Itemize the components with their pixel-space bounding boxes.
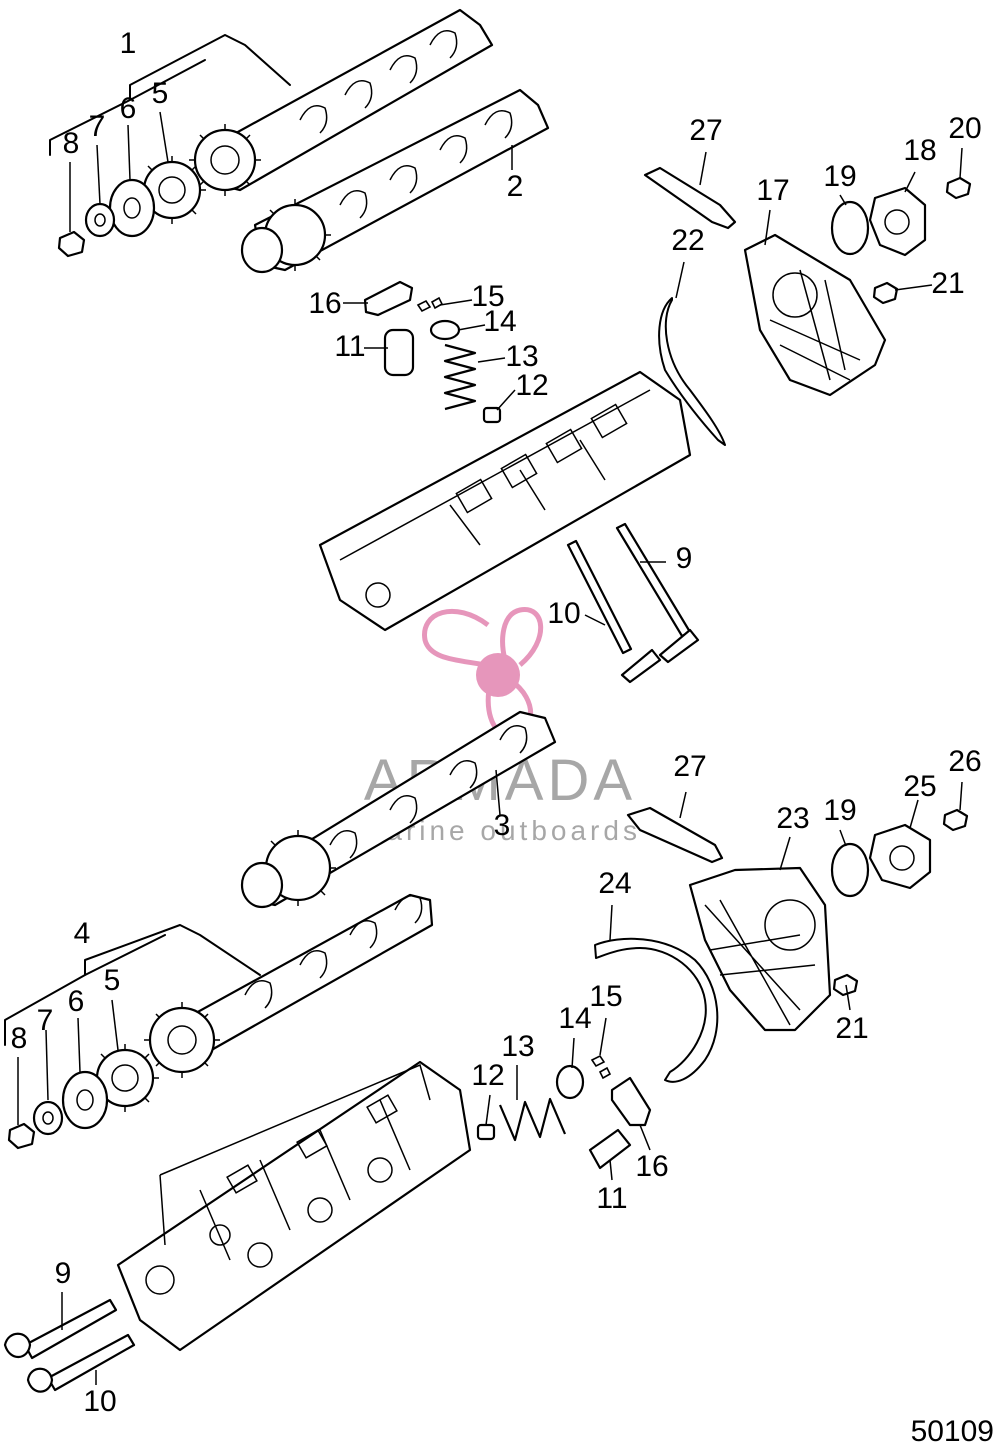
upper-camshaft-assembly xyxy=(49,8,550,274)
callout-20: 20 xyxy=(948,112,981,145)
callout-14: 14 xyxy=(483,305,516,338)
callout-11: 11 xyxy=(334,330,365,363)
callout-10-lower: 10 xyxy=(83,1385,116,1418)
callout-12: 12 xyxy=(515,369,548,402)
callout-7-lower: 7 xyxy=(37,1004,54,1037)
upper-valves xyxy=(566,522,700,684)
callout-15: 15 xyxy=(471,280,504,313)
callout-1: 1 xyxy=(120,27,137,60)
lower-camshaft-assembly xyxy=(4,893,434,1150)
lower-cylinder-head xyxy=(116,1060,472,1352)
callout-21: 21 xyxy=(931,267,964,300)
upper-cylinder-head xyxy=(318,370,692,632)
figure-number: 50109 xyxy=(910,1415,994,1448)
callout-19-lower: 19 xyxy=(823,794,856,827)
callout-24: 24 xyxy=(598,867,631,900)
callout-9: 9 xyxy=(676,542,693,575)
callout-18: 18 xyxy=(903,134,936,167)
callout-2: 2 xyxy=(507,170,524,203)
lower-valve-train xyxy=(476,1054,652,1170)
callout-16-lower: 16 xyxy=(635,1150,668,1183)
callout-15-lower: 15 xyxy=(589,980,622,1013)
callout-13: 13 xyxy=(505,340,538,373)
callout-27: 27 xyxy=(689,114,722,147)
leader-lines xyxy=(17,111,963,1385)
callout-5: 5 xyxy=(152,77,169,110)
callout-25: 25 xyxy=(903,770,936,803)
callout-9-lower: 9 xyxy=(55,1257,72,1290)
callout-6: 6 xyxy=(120,92,137,125)
callout-16: 16 xyxy=(308,287,341,320)
callout-3: 3 xyxy=(494,809,511,842)
upper-front-cover-group xyxy=(643,166,972,446)
callout-11-lower: 11 xyxy=(596,1182,627,1215)
callout-21-lower: 21 xyxy=(835,1012,868,1045)
callout-14-lower: 14 xyxy=(558,1002,591,1035)
callout-12-lower: 12 xyxy=(471,1059,504,1092)
callout-27-lower: 27 xyxy=(673,750,706,783)
lower-valves xyxy=(3,1298,136,1393)
callout-8: 8 xyxy=(63,127,80,160)
callout-22: 22 xyxy=(671,224,704,257)
callout-13-lower: 13 xyxy=(501,1030,534,1063)
upper-valve-train xyxy=(363,280,502,424)
callout-19: 19 xyxy=(823,160,856,193)
callout-7: 7 xyxy=(89,110,106,143)
callout-6-lower: 6 xyxy=(68,985,85,1018)
callout-labels: 1 2 5 6 7 8 27 20 18 19 17 22 21 16 15 1… xyxy=(11,27,982,1418)
callout-10: 10 xyxy=(547,597,580,630)
callout-23: 23 xyxy=(776,802,809,835)
callout-8-lower: 8 xyxy=(11,1022,28,1055)
callout-17: 17 xyxy=(756,174,789,207)
callout-5-lower: 5 xyxy=(104,964,121,997)
camshaft-3 xyxy=(240,710,557,909)
lower-front-cover-group xyxy=(594,806,969,1083)
callout-26: 26 xyxy=(948,745,981,778)
callout-4: 4 xyxy=(74,917,91,950)
